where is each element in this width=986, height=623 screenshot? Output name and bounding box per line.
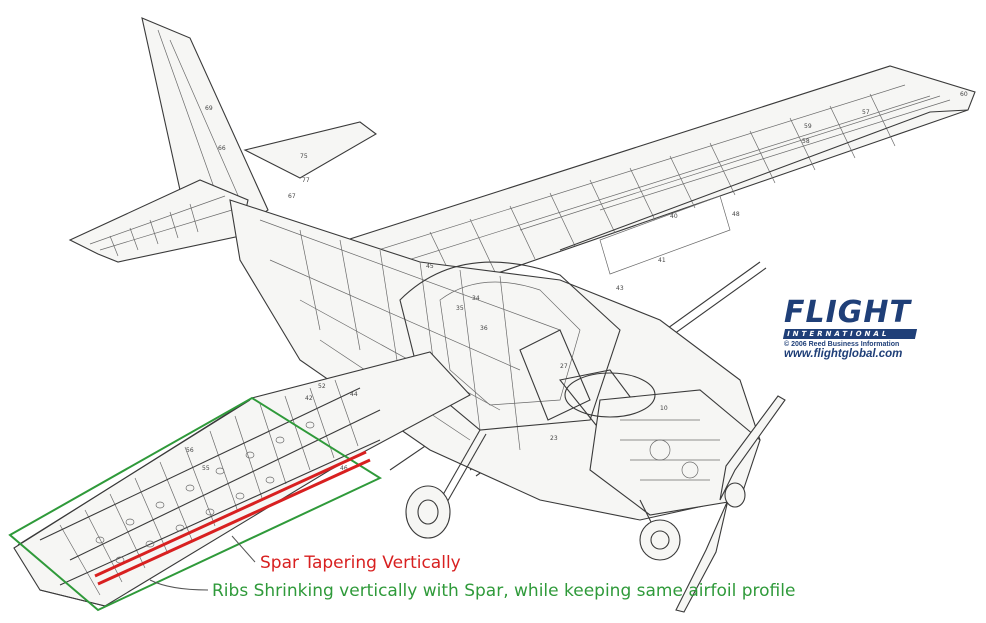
part-number: 69 [205, 105, 213, 112]
fuselage [229, 199, 761, 521]
part-number: 10 [660, 405, 668, 412]
part-number: 66 [218, 145, 226, 152]
landing-gear [405, 429, 681, 561]
part-number: 42 [305, 395, 313, 402]
right-wing [298, 65, 976, 301]
spar-annotation: Spar Tapering Vertically [260, 553, 461, 573]
ribs-annotation: Ribs Shrinking vertically with Spar, whi… [212, 581, 796, 601]
part-number: 57 [862, 109, 870, 116]
tail-assembly [68, 17, 377, 263]
part-number: 44 [350, 391, 358, 398]
part-number-labels: 69 66 75 77 67 60 59 57 58 40 48 41 34 3… [186, 91, 968, 472]
part-number: 34 [472, 295, 480, 302]
spar-highlight [94, 450, 371, 586]
part-number: 23 [550, 435, 558, 442]
part-number: 77 [302, 177, 310, 184]
part-number: 55 [202, 465, 210, 472]
copyright-notice: © 2006 Reed Business Information [784, 341, 900, 348]
flight-international-logo: FLIGHT INTERNATIONAL © 2006 Reed Busines… [782, 295, 918, 360]
part-number: 46 [340, 465, 348, 472]
spar-leader-line [231, 535, 256, 563]
part-number: 56 [186, 447, 194, 454]
part-number: 35 [456, 305, 464, 312]
part-number: 45 [426, 263, 434, 270]
part-number: 40 [670, 213, 678, 220]
website-url: www.flightglobal.com [784, 348, 903, 360]
part-number: 75 [300, 153, 308, 160]
part-number: 52 [318, 383, 326, 390]
rib-section-outline [8, 396, 383, 612]
part-number: 67 [288, 193, 296, 200]
part-number: 58 [802, 138, 810, 145]
part-number: 36 [480, 325, 488, 332]
part-number: 41 [658, 257, 666, 264]
ribs-leader-line [149, 579, 209, 591]
part-number: 43 [616, 285, 624, 292]
logo-wordmark: FLIGHT [784, 295, 911, 330]
part-number: 27 [560, 363, 568, 370]
part-number: 59 [804, 123, 812, 130]
propeller [675, 395, 786, 613]
left-wing [13, 351, 471, 607]
part-number: 48 [732, 211, 740, 218]
logo-subtitle: INTERNATIONAL [782, 329, 918, 339]
part-number: 60 [960, 91, 968, 98]
